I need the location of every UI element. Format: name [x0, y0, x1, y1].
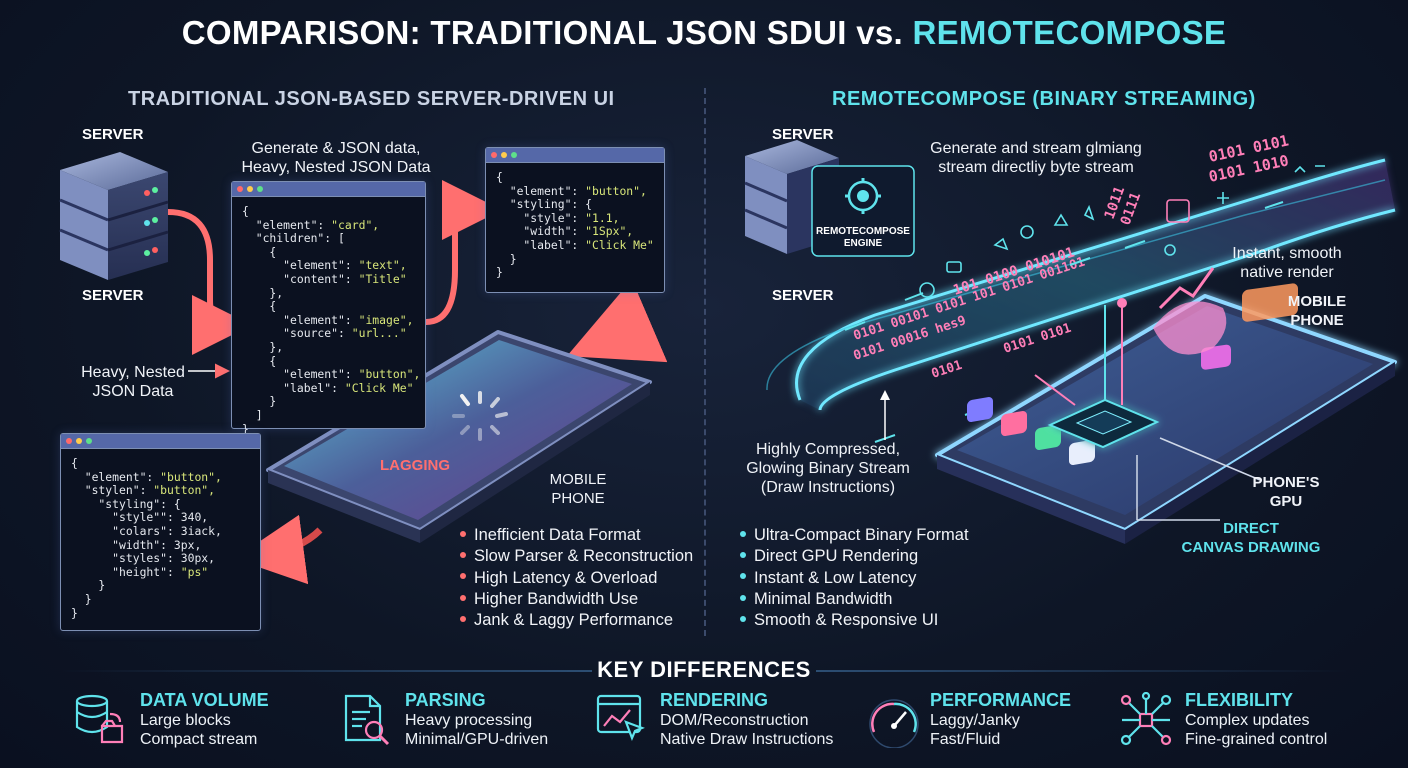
- engine-label: REMOTECOMPOSE ENGINE: [816, 226, 910, 249]
- window-title-bar: [486, 148, 664, 163]
- left-server-label-bottom: SERVER: [82, 287, 144, 304]
- network-nodes-icon: [1120, 692, 1172, 746]
- list-item: Instant & Low Latency: [740, 568, 969, 589]
- panel-divider: [704, 88, 706, 636]
- instant-render-caption: Instant, smooth native render: [1232, 245, 1342, 281]
- list-item: Smooth & Responsive UI: [740, 610, 969, 631]
- maximize-dot-icon: [511, 152, 517, 158]
- json-code-main: { "element": "card", "children": [ { "el…: [242, 204, 421, 436]
- phone-gpu-label: PHONE'S GPU: [1252, 474, 1320, 510]
- left-flow-arrows: [167, 180, 668, 585]
- right-server-label-top: SERVER: [772, 126, 834, 143]
- list-item: Jank & Laggy Performance: [460, 610, 693, 631]
- title-accent-text: REMOTECOMPOSE: [912, 14, 1227, 51]
- binary-stream-text: 0101: [930, 358, 965, 382]
- minimize-dot-icon: [76, 438, 82, 444]
- left-panel-heading: TRADITIONAL JSON-BASED SERVER-DRIVEN UI: [128, 88, 615, 110]
- right-illustration: 0101 0101 1011 0111 0101 1010 101 0100 0…: [744, 131, 1397, 544]
- document-search-icon: [344, 694, 390, 746]
- title-main-text: COMPARISON: TRADITIONAL JSON SDUI vs.: [181, 14, 913, 51]
- json-code-window-bottom: { "element": "button", "stylen": "button…: [60, 433, 261, 631]
- remotecompose-engine-box: [811, 165, 915, 257]
- key-diff-divider-left: [60, 670, 592, 672]
- database-icon: [75, 694, 124, 744]
- right-phone-graphic: [935, 267, 1397, 544]
- binary-stream-caption: Highly Compressed, Glowing Binary Stream…: [746, 441, 910, 496]
- key-diff-data-volume: DATA VOLUME Large blocks Compact stream: [140, 690, 269, 748]
- json-code-window-right: { "element": "button", "styling": { "sty…: [485, 147, 665, 293]
- key-diff-performance: PERFORMANCE Laggy/Janky Fast/Fluid: [930, 690, 1072, 748]
- key-diff-parsing: PARSING Heavy processing Minimal/GPU-dri…: [405, 690, 549, 748]
- list-item: Slow Parser & Reconstruction: [460, 546, 693, 567]
- maximize-dot-icon: [257, 186, 263, 192]
- left-server-icon: [59, 152, 169, 280]
- minimize-dot-icon: [247, 186, 253, 192]
- gpu-chip: [1047, 398, 1160, 449]
- list-item: Higher Bandwidth Use: [460, 589, 693, 610]
- key-diff-rendering: RENDERING DOM/Reconstruction Native Draw…: [660, 690, 834, 748]
- key-diff-divider-right: [816, 670, 1348, 672]
- window-title-bar: [61, 434, 260, 449]
- left-mobile-phone-label: MOBILE PHONE: [549, 471, 607, 507]
- left-phone-graphic: [266, 330, 652, 543]
- json-code-right: { "element": "button", "styling": { "sty…: [496, 170, 654, 280]
- list-item: High Latency & Overload: [460, 568, 693, 589]
- list-item: Inefficient Data Format: [460, 525, 693, 546]
- right-mobile-phone-label: MOBILE PHONE: [1287, 293, 1347, 329]
- list-item: Direct GPU Rendering: [740, 546, 969, 567]
- key-diff-flexibility: FLEXIBILITY Complex updates Fine-grained…: [1185, 690, 1328, 748]
- left-server-label-top: SERVER: [82, 126, 144, 143]
- right-benefits-list: Ultra-Compact Binary Format Direct GPU R…: [740, 525, 969, 631]
- heavy-json-caption: Heavy, Nested JSON Data: [81, 364, 185, 400]
- json-code-window-main: { "element": "card", "children": [ { "el…: [231, 181, 426, 435]
- lagging-label: LAGGING: [380, 457, 450, 474]
- right-panel-heading: REMOTECOMPOSE (BINARY STREAMING): [832, 88, 1256, 110]
- json-code-bottom: { "element": "button", "stylen": "button…: [71, 456, 222, 620]
- minimize-dot-icon: [501, 152, 507, 158]
- list-item: Minimal Bandwidth: [740, 589, 969, 610]
- list-item: Ultra-Compact Binary Format: [740, 525, 969, 546]
- maximize-dot-icon: [86, 438, 92, 444]
- speedometer-icon: [869, 699, 919, 748]
- right-server-label-bottom: SERVER: [772, 287, 834, 304]
- close-dot-icon: [66, 438, 72, 444]
- close-dot-icon: [237, 186, 243, 192]
- key-differences-heading: KEY DIFFERENCES: [597, 657, 811, 682]
- window-title-bar: [232, 182, 425, 197]
- generate-json-caption: Generate & JSON data, Heavy, Nested JSON…: [241, 140, 431, 176]
- render-window-icon: [596, 694, 645, 741]
- close-dot-icon: [491, 152, 497, 158]
- direct-canvas-label: DIRECT CANVAS DRAWING: [1181, 520, 1321, 556]
- stream-caption: Generate and stream glmiang stream direc…: [930, 140, 1142, 176]
- left-drawbacks-list: Inefficient Data Format Slow Parser & Re…: [460, 525, 693, 631]
- page-title: COMPARISON: TRADITIONAL JSON SDUI vs. RE…: [0, 14, 1408, 52]
